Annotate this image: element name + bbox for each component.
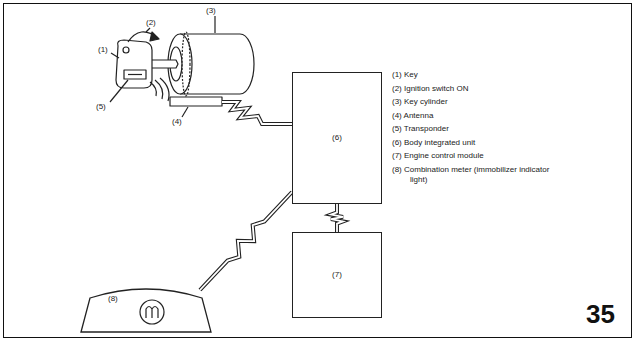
- cable-connector: [200, 192, 292, 290]
- combination-meter-shape: (8): [78, 282, 214, 334]
- legend-line: (2) Ignition switch ON: [392, 84, 560, 94]
- callout-number: (1): [98, 45, 108, 55]
- callout-number: (2): [146, 18, 156, 28]
- callout-number: (3): [206, 6, 216, 16]
- page-number: 35: [586, 298, 615, 331]
- node-label: (6): [332, 133, 342, 143]
- engine-control-module-box: (7): [292, 232, 382, 318]
- legend-line: (1) Key: [392, 70, 560, 80]
- legend-line: (6) Body integrated unit: [392, 138, 560, 148]
- legend-line: (8) Combination meter (immobilizer indic…: [392, 165, 560, 185]
- callout-number: (4): [172, 117, 182, 127]
- callout-number: (5): [96, 102, 106, 112]
- legend-line: (7) Engine control module: [392, 151, 560, 161]
- legend-line: (3) Key cylinder: [392, 97, 560, 107]
- body-integrated-unit-box: (6): [292, 72, 382, 204]
- node-label: (7): [332, 270, 342, 280]
- meter-outline: [78, 282, 214, 334]
- legend-line: (5) Transponder: [392, 124, 560, 134]
- legend-line: (4) Antenna: [392, 111, 560, 121]
- node-label: (8): [108, 294, 118, 304]
- cable-connector: [331, 204, 343, 232]
